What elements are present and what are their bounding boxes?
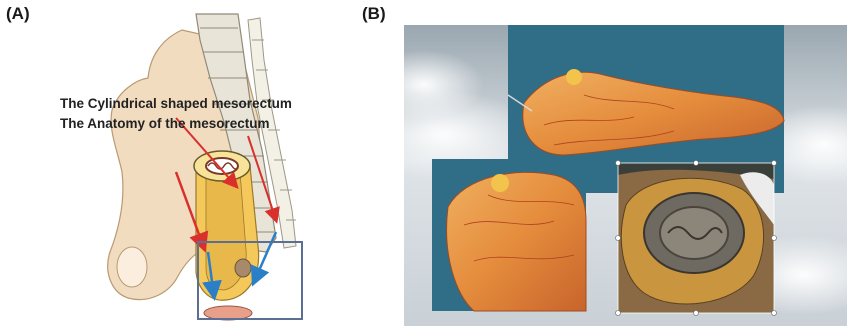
seminal-vesicle xyxy=(235,259,251,277)
specimen-photos xyxy=(404,25,847,326)
panel-b-label: (B) xyxy=(362,4,386,24)
anal-canal xyxy=(204,306,252,320)
photo-bottom-right-cross-section xyxy=(616,161,777,316)
pubic-bone xyxy=(117,247,147,287)
pelvis-diagram xyxy=(0,0,340,326)
annotation-line-1: The Cylindrical shaped mesorectum xyxy=(60,96,292,111)
photo-bottom-left-specimen xyxy=(432,159,586,311)
panel-b-photo-collage xyxy=(404,25,847,326)
annotation-line-2: The Anatomy of the mesorectum xyxy=(60,116,270,131)
panel-a-illustration: The Cylindrical shaped mesorectum The An… xyxy=(0,0,340,326)
